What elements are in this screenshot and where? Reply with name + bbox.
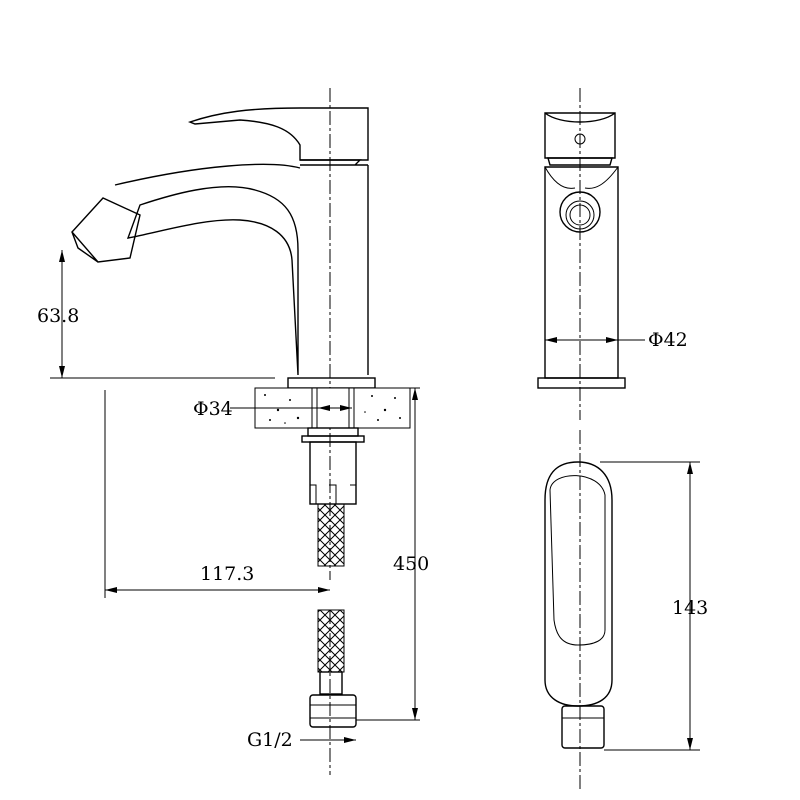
front-nozzle bbox=[559, 191, 601, 233]
dim-hose-length: 450 bbox=[393, 553, 429, 575]
countertop-speckle bbox=[264, 394, 401, 424]
lever-handle bbox=[187, 107, 369, 161]
connector-body bbox=[309, 441, 357, 505]
base-plate bbox=[287, 377, 376, 389]
top-body bbox=[544, 461, 613, 707]
spout-top bbox=[114, 163, 301, 186]
braided-hose bbox=[317, 503, 345, 567]
top-nozzle bbox=[561, 705, 605, 749]
faucet-body bbox=[126, 159, 369, 376]
front-lever bbox=[544, 112, 616, 159]
front-view: Φ42 bbox=[537, 88, 688, 420]
hose-ferrule bbox=[319, 671, 343, 695]
front-body bbox=[544, 166, 619, 379]
front-base bbox=[537, 377, 626, 389]
dim-depth: 143 bbox=[672, 597, 708, 619]
dim-connection: G1/2 bbox=[247, 729, 293, 751]
nozzle bbox=[71, 197, 141, 263]
dim-body-diameter: Φ42 bbox=[648, 329, 688, 351]
dim-hole-diameter: Φ34 bbox=[193, 398, 233, 420]
top-view: 143 bbox=[544, 430, 708, 790]
braided-hose-end bbox=[317, 609, 345, 673]
nut bbox=[307, 427, 359, 437]
dim-nozzle-height: 63.8 bbox=[37, 305, 79, 327]
dim-spout-reach: 117.3 bbox=[200, 563, 254, 585]
washer bbox=[301, 435, 365, 443]
top-lever bbox=[549, 475, 606, 646]
hose-nut bbox=[309, 694, 357, 728]
side-view bbox=[71, 88, 411, 775]
